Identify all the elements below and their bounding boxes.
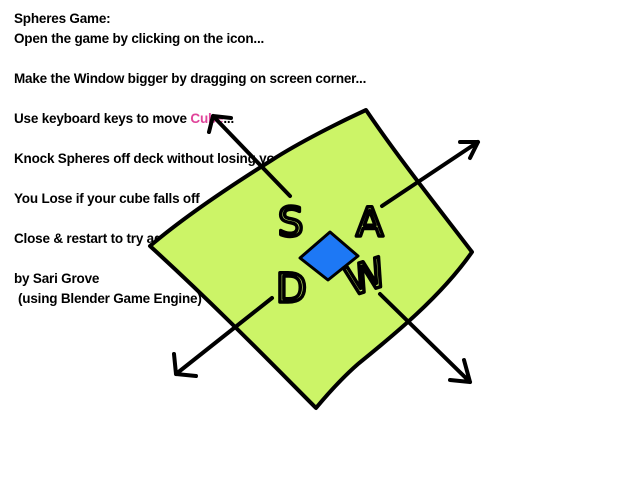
player-cube — [298, 230, 360, 282]
restart-instruction: Close & restart to try again! — [14, 231, 186, 246]
keys-instruction-text: Use keyboard keys to move — [14, 111, 191, 126]
arrow-up-right-icon — [380, 140, 480, 208]
arrow-up-left-icon — [207, 114, 292, 198]
key-a-label: A — [356, 200, 384, 246]
arrow-down-right-icon — [378, 292, 472, 384]
window-instruction: Make the Window bigger by dragging on sc… — [14, 71, 367, 86]
author-credit: by Sari Grove — [14, 271, 100, 286]
key-s-label: S — [278, 200, 303, 246]
engine-credit: (using Blender Game Engine) — [18, 291, 202, 306]
arrow-down-left-icon — [172, 296, 274, 378]
key-d-label: D — [276, 266, 307, 312]
lose-instruction: You Lose if your cube falls off — [14, 191, 200, 206]
open-instruction: Open the game by clicking on the icon... — [14, 31, 265, 46]
game-title: Spheres Game: — [14, 11, 111, 26]
